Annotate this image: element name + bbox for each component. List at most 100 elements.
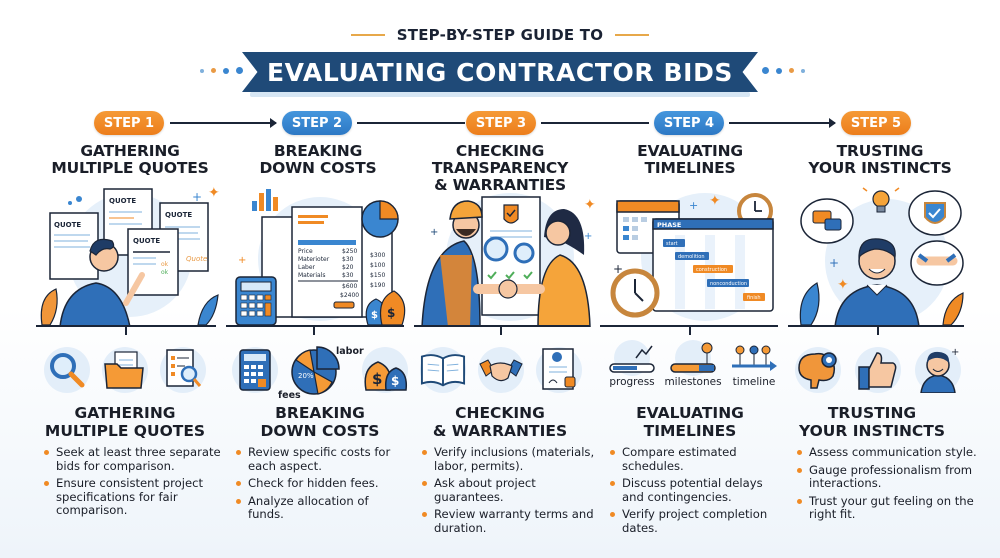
step-4-icons: progress milestones timeline (606, 340, 780, 400)
bullet-item: Verify inclusions (materials, labor, per… (422, 445, 602, 473)
bullet-item: Review specific costs for each aspect. (236, 445, 406, 473)
step-2-illustration: + $300 $100 $150 $190 Price$250 Materiot… (230, 185, 410, 327)
subtitle-row: STEP-BY-STEP GUIDE TO (0, 26, 1000, 44)
money-bags-icon: $$ (362, 347, 408, 393)
step-1-badge: STEP 1 (94, 111, 164, 135)
svg-text:+: + (689, 199, 698, 212)
svg-text:+: + (238, 255, 246, 266)
header: STEP-BY-STEP GUIDE TO EVALUATING CONTRAC… (0, 0, 1000, 100)
svg-text:Price: Price (298, 248, 313, 255)
bullet-item: Ask about project guarantees. (422, 476, 602, 504)
decorative-line-right (615, 34, 650, 36)
svg-text:$30: $30 (342, 256, 354, 263)
bullet-item: Analyze allocation of funds. (236, 494, 406, 522)
thumbs-up-icon (855, 347, 901, 393)
bullet-item: Compare estimated schedules. (610, 445, 782, 473)
svg-text:$: $ (391, 374, 399, 388)
step-1-summary-title: GATHERING MULTIPLE QUOTES (44, 404, 206, 440)
divider-tick-4 (689, 327, 691, 335)
progress-icon: progress (606, 340, 658, 388)
signed-document-icon (536, 347, 582, 393)
step-2-bullets: Review specific costs for each aspect. C… (236, 445, 406, 526)
page-title: EVALUATING CONTRACTOR BIDS (266, 57, 734, 87)
divider-line-1 (36, 325, 216, 327)
step-5-summary-title: TRUSTING YOUR INSTINCTS (798, 404, 946, 440)
svg-text:✦: ✦ (837, 277, 849, 293)
svg-text:ok: ok (161, 261, 169, 268)
smiling-person-icon: + (915, 347, 961, 393)
svg-text:QUOTE: QUOTE (133, 237, 160, 245)
svg-text:$300: $300 (370, 252, 385, 259)
title-banner: EVALUATING CONTRACTOR BIDS (228, 52, 772, 97)
step-connector-4-5 (729, 118, 836, 128)
folder-icon (102, 347, 148, 393)
step-1-title: GATHERING MULTIPLE QUOTES (51, 142, 209, 177)
divider-line-3 (414, 325, 590, 327)
svg-text:start: start (666, 241, 678, 247)
svg-text:+: + (192, 190, 202, 204)
step-5-icons: + (795, 340, 961, 400)
step-5-title: TRUSTING YOUR INSTINCTS (808, 142, 952, 177)
handshake-icon (478, 347, 524, 393)
svg-text:$100: $100 (370, 262, 385, 269)
steps-row: STEP 1 STEP 2 STEP 3 STEP 4 STEP 5 (0, 111, 1000, 137)
decorative-dots-left (200, 67, 243, 74)
bullet-item: Trust your gut feeling on the right fit. (797, 494, 997, 522)
svg-text:✦: ✦ (584, 197, 596, 213)
open-book-icon (420, 347, 466, 393)
svg-text:$600: $600 (342, 283, 357, 290)
step-3-badge: STEP 3 (466, 111, 536, 135)
svg-text:$250: $250 (342, 248, 357, 255)
svg-text:finish: finish (747, 295, 760, 301)
calculator-icon (232, 347, 278, 393)
step-3-illustration: ✦ + + (420, 185, 600, 328)
svg-text:Materials: Materials (298, 272, 326, 279)
divider-tick-3 (500, 327, 502, 335)
step-2-title: BREAKING DOWN COSTS (259, 142, 377, 177)
svg-text:PHASE: PHASE (657, 221, 681, 229)
svg-text:✦: ✦ (709, 193, 721, 209)
svg-text:✦: ✦ (208, 185, 220, 201)
step-2-icons: 20% labor fees $$ (232, 340, 408, 401)
step-connector-2-3 (357, 122, 465, 124)
bullet-item: Check for hidden fees. (236, 476, 406, 491)
step-5-badge: STEP 5 (841, 111, 911, 135)
step-connector-1-2 (170, 118, 277, 128)
svg-text:+: + (613, 262, 623, 276)
divider-tick-2 (313, 327, 315, 335)
svg-text:Laber: Laber (298, 264, 316, 271)
svg-text:QUOTE: QUOTE (54, 221, 81, 229)
divider-line-5 (788, 325, 964, 327)
svg-text:Materioter: Materioter (298, 256, 330, 263)
pie-label-labor: labor (336, 346, 364, 357)
svg-text:$20: $20 (342, 264, 354, 271)
decorative-line-left (350, 34, 385, 36)
bullet-item: Assess communication style. (797, 445, 997, 460)
timeline-icon: timeline (728, 340, 780, 388)
bullet-item: Verify project completion dates. (610, 507, 782, 535)
svg-text:QUOTE: QUOTE (109, 197, 136, 205)
divider-tick-1 (125, 327, 127, 335)
step-4-title: EVALUATING TIMELINES (637, 142, 743, 177)
step-5-illustration: + ✦ (795, 182, 980, 328)
step-1-icons (44, 340, 206, 400)
bullet-item: Gauge professionalism from interactions. (797, 463, 997, 491)
divider-line-2 (226, 325, 404, 327)
decorative-dots-right (762, 67, 805, 74)
step-3-bullets: Verify inclusions (materials, labor, per… (422, 445, 602, 539)
step-4-summary-title: EVALUATING TIMELINES (636, 404, 744, 440)
svg-text:$190: $190 (370, 282, 385, 289)
svg-text:+: + (829, 256, 839, 270)
pie-label-fees: fees (278, 390, 301, 401)
bullet-item: Review warranty terms and duration. (422, 507, 602, 535)
svg-text:Quote: Quote (186, 255, 207, 263)
step-connector-3-4 (541, 122, 649, 124)
step-3-icons (420, 340, 582, 400)
svg-text:QUOTE: QUOTE (165, 211, 192, 219)
bullet-item: Ensure consistent project specifications… (44, 476, 224, 518)
svg-text:demolition: demolition (678, 254, 705, 260)
milestones-icon: milestones (664, 340, 722, 388)
step-4-badge: STEP 4 (654, 111, 724, 135)
step-1-bullets: Seek at least three separate bids for co… (44, 445, 224, 522)
